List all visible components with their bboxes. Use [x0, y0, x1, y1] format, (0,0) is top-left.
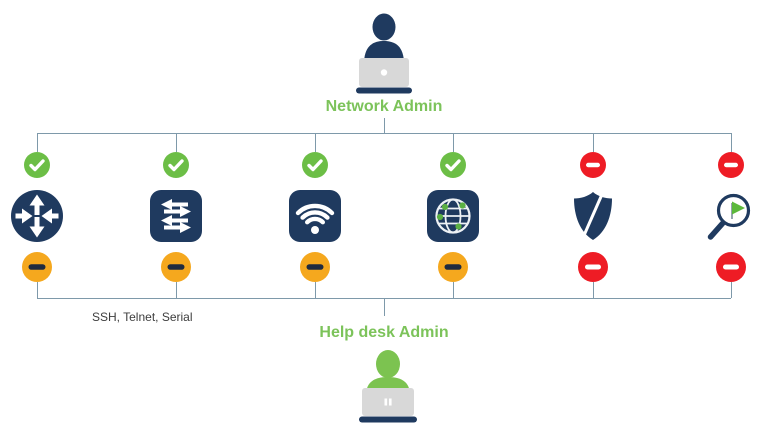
- status-allowed-icon: [24, 152, 50, 178]
- device-column-shield: [566, 133, 620, 298]
- connector-stub: [592, 133, 594, 152]
- status-allowed-icon: [302, 152, 328, 178]
- connector-stub: [314, 133, 316, 152]
- status-denied-icon: [578, 252, 608, 282]
- device-column-wifi: [288, 133, 342, 298]
- network-admin-icon: [356, 13, 412, 94]
- status-restricted-icon: [22, 252, 52, 282]
- globe-icon: [427, 190, 479, 242]
- connector-stub: [175, 133, 177, 152]
- connector-stub: [175, 282, 177, 298]
- top-trunk-line: [37, 133, 731, 134]
- helpdesk-admin-label: Help desk Admin: [319, 324, 449, 341]
- network-admin-label: Network Admin: [325, 98, 443, 115]
- status-restricted-icon: [438, 252, 468, 282]
- top-center-connector: [384, 118, 385, 133]
- connector-stub: [730, 133, 732, 152]
- device-column-globe: [426, 133, 480, 298]
- status-allowed-icon: [440, 152, 466, 178]
- status-restricted-icon: [161, 252, 191, 282]
- search-flag-icon: [707, 193, 751, 240]
- status-denied-icon: [716, 252, 746, 282]
- status-denied-icon: [718, 152, 744, 178]
- connector-stub: [314, 282, 316, 298]
- connector-stub: [592, 282, 594, 298]
- device-column-switch: [149, 133, 203, 298]
- switch-icon: [150, 190, 202, 242]
- router-icon: [11, 190, 63, 242]
- device-column-router: [10, 133, 64, 298]
- shield-icon: [574, 192, 612, 240]
- connector-stub: [36, 282, 38, 298]
- helpdesk-admin-icon: [359, 350, 417, 423]
- connector-stub: [452, 133, 454, 152]
- status-restricted-icon: [300, 252, 330, 282]
- connector-stub: [730, 282, 732, 298]
- status-denied-icon: [580, 152, 606, 178]
- device-column-search: [704, 133, 758, 298]
- bottom-center-connector: [384, 298, 385, 316]
- connector-stub: [36, 133, 38, 152]
- protocols-label: SSH, Telnet, Serial: [92, 310, 193, 324]
- connector-stub: [452, 282, 454, 298]
- wifi-icon: [289, 190, 341, 242]
- status-allowed-icon: [163, 152, 189, 178]
